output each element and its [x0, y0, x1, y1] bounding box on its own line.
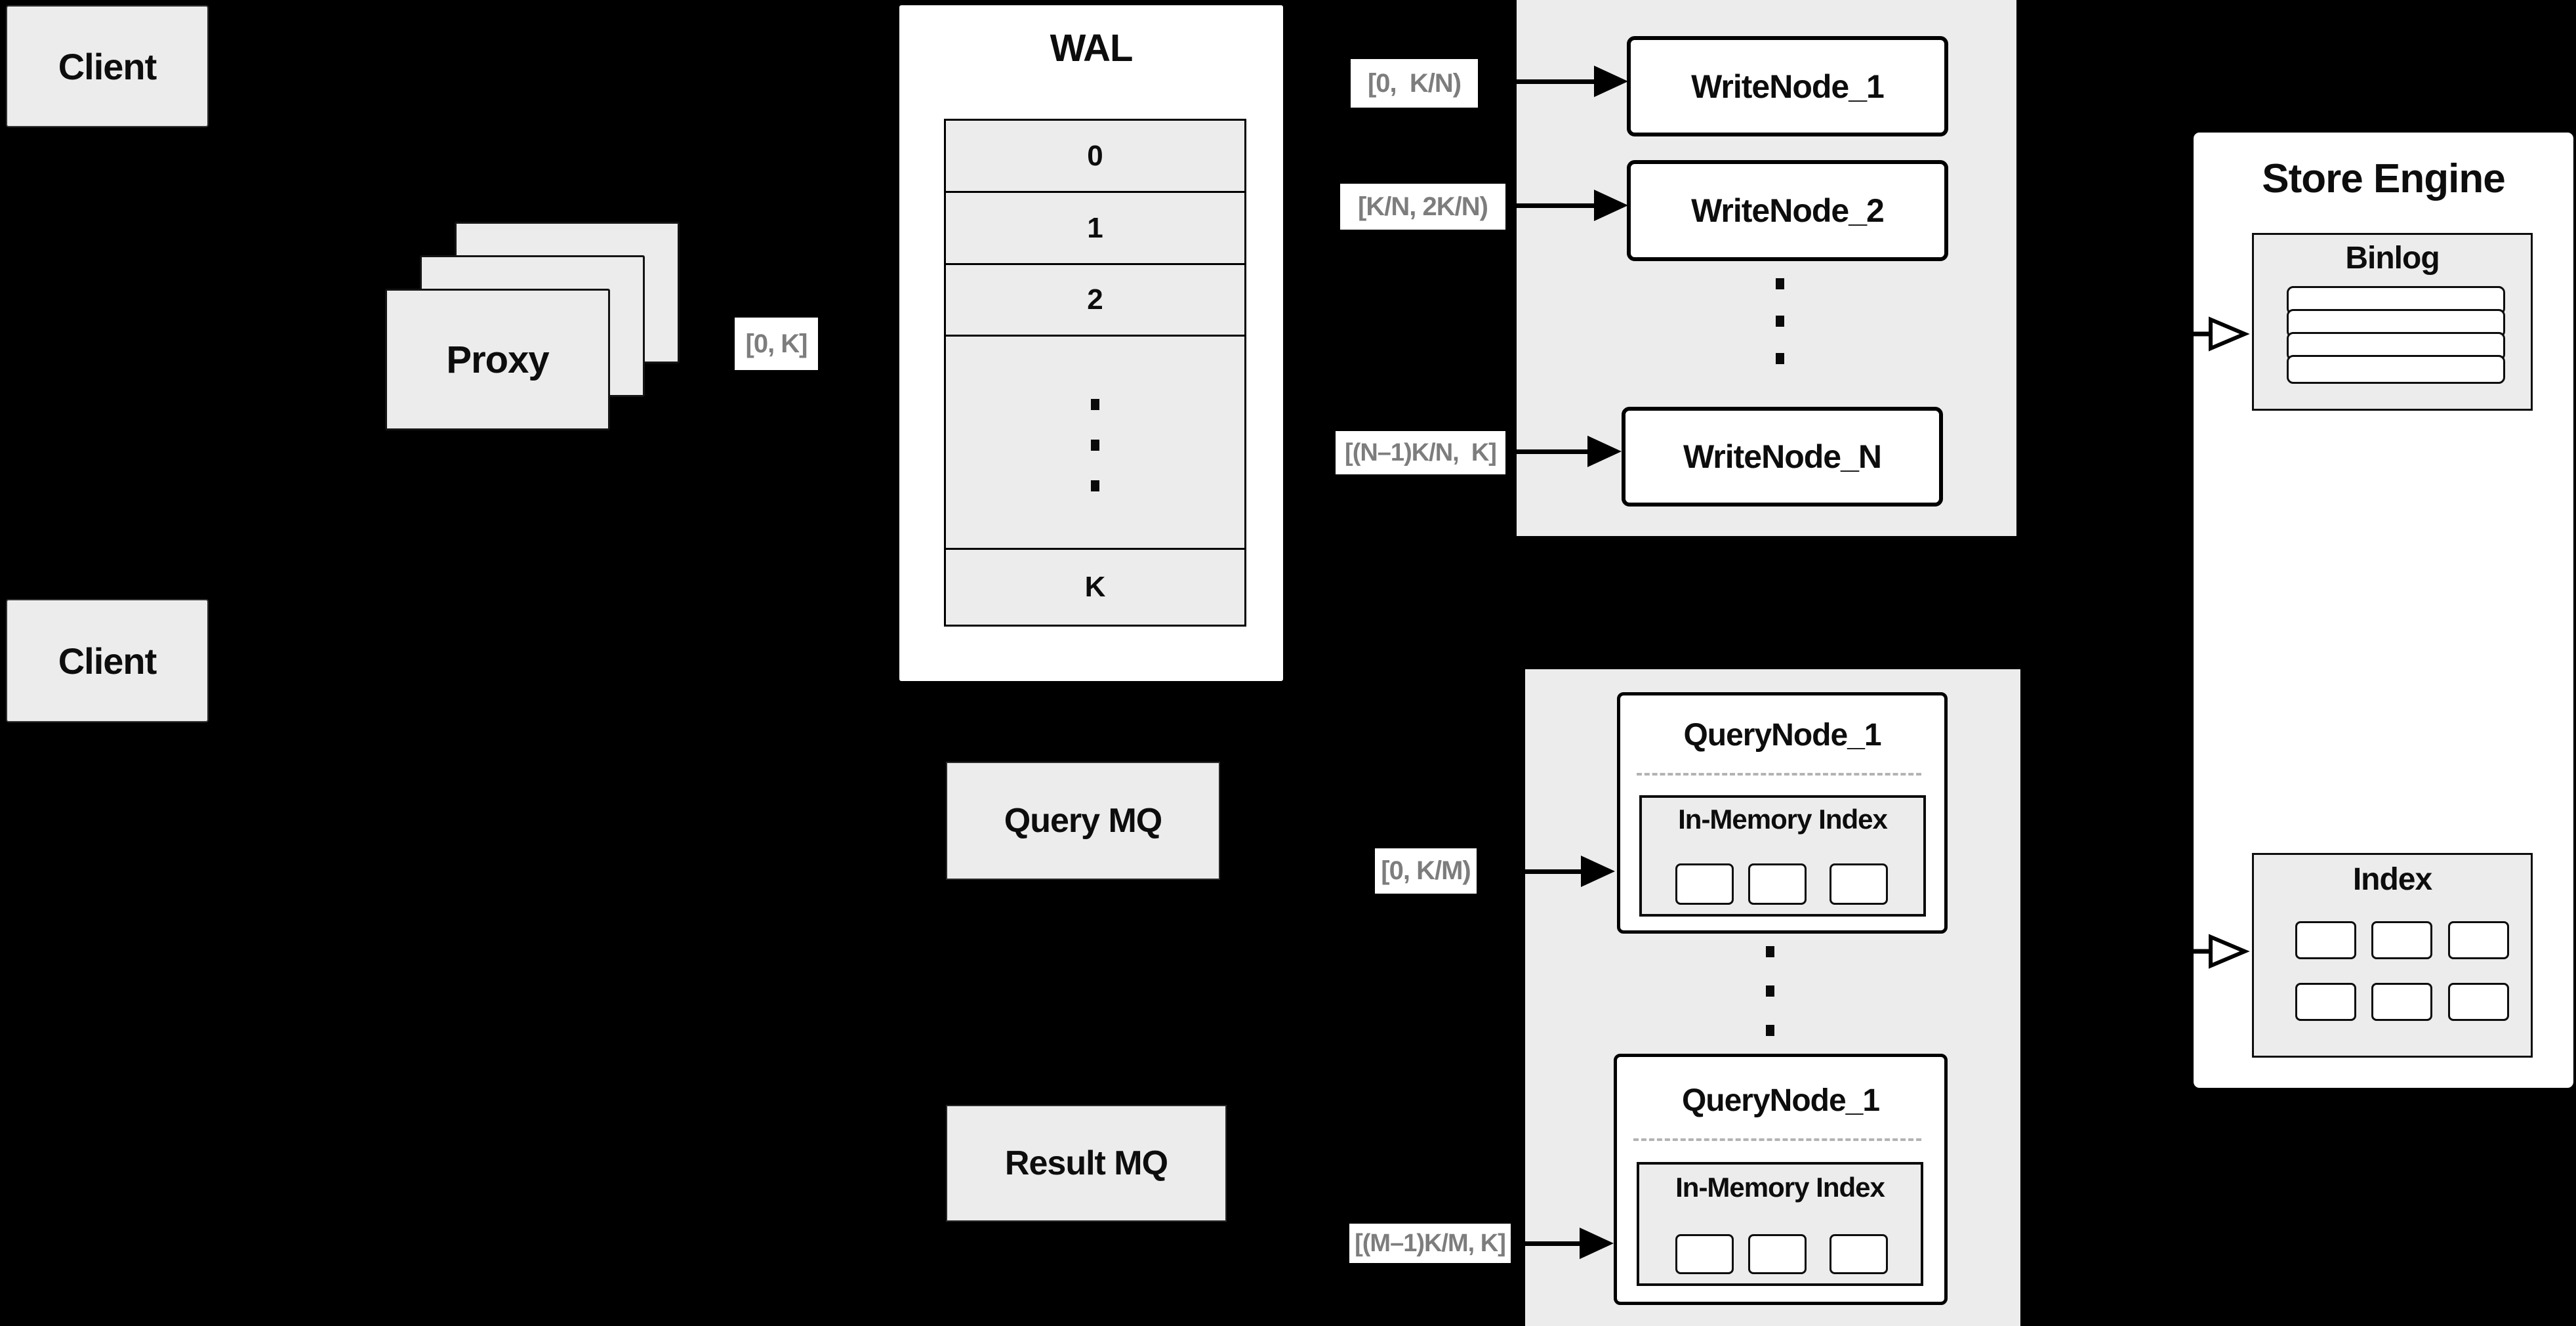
proxy-card-front: Proxy	[385, 289, 610, 430]
index-panel: Index	[2252, 853, 2533, 1058]
open-arrow-index	[2146, 934, 2250, 969]
index-cell	[2448, 921, 2509, 959]
wal-row-k: K	[946, 550, 1244, 625]
in-memory-index-title: In-Memory Index	[1675, 1172, 1885, 1203]
index-cell	[2295, 921, 2356, 959]
memory-segment-cell	[1830, 863, 1888, 905]
store-engine-panel: Store Engine Binlog Index	[2192, 131, 2575, 1090]
index-cell	[2371, 921, 2432, 959]
binlog-row	[2287, 355, 2505, 384]
memory-segment-cell	[1675, 863, 1734, 905]
open-arrow-binlog	[2146, 316, 2250, 352]
range-label-write-1: [0, K/N)	[1351, 59, 1478, 108]
wal-row-ellipsis	[946, 337, 1244, 550]
range-label-query-m: [(M–1)K/M, K]	[1349, 1224, 1511, 1263]
memory-segment-cell	[1675, 1234, 1734, 1274]
query-mq-node: Query MQ	[946, 762, 1220, 880]
query-node-title: QueryNode_1	[1681, 1083, 1880, 1118]
range-label-write-n: [(N–1)K/N, K]	[1336, 431, 1505, 474]
range-label-proxy: [0, K]	[735, 318, 818, 370]
wal-title: WAL	[1050, 26, 1134, 70]
wal-row: 1	[946, 193, 1244, 265]
index-cell	[2371, 983, 2432, 1021]
write-node-1: WriteNode_1	[1627, 36, 1948, 136]
in-memory-index-panel: In-Memory Index	[1639, 795, 1926, 917]
memory-segment-cell	[1830, 1234, 1888, 1274]
in-memory-index-panel: In-Memory Index	[1637, 1162, 1923, 1286]
query-node-top: QueryNode_1 In-Memory Index	[1617, 692, 1948, 934]
vertical-ellipsis-dot	[1091, 440, 1099, 451]
wal-table: 0 1 2 K	[944, 119, 1246, 627]
query-node-separator	[1637, 773, 1921, 776]
vertical-ellipsis-dot	[1091, 480, 1099, 491]
query-node-bottom: QueryNode_1 In-Memory Index	[1614, 1054, 1948, 1305]
range-label-write-2: [K/N, 2K/N)	[1340, 184, 1505, 230]
memory-segment-cell	[1748, 863, 1807, 905]
vertical-ellipsis-dot	[1091, 399, 1099, 410]
index-title: Index	[2352, 862, 2432, 897]
write-node-n: WriteNode_N	[1622, 407, 1943, 507]
binlog-panel: Binlog	[2252, 233, 2533, 411]
result-mq-node: Result MQ	[946, 1105, 1227, 1222]
range-label-query-1: [0, K/M)	[1375, 848, 1477, 894]
index-cell	[2448, 983, 2509, 1021]
query-node-separator	[1633, 1138, 1921, 1141]
in-memory-index-title: In-Memory Index	[1678, 804, 1888, 835]
proxy-stack: Proxy	[380, 217, 682, 433]
write-node-2: WriteNode_2	[1627, 160, 1948, 261]
wal-row: 2	[946, 265, 1244, 337]
client-bottom-node: Client	[6, 599, 209, 722]
wal-panel: WAL 0 1 2 K	[897, 3, 1285, 683]
wal-row: 0	[946, 121, 1244, 193]
query-node-title: QueryNode_1	[1683, 717, 1881, 753]
binlog-title: Binlog	[2345, 241, 2440, 276]
index-cell	[2295, 983, 2356, 1021]
memory-segment-cell	[1748, 1234, 1807, 1274]
client-top-node: Client	[6, 5, 209, 127]
store-engine-title: Store Engine	[2262, 155, 2505, 201]
